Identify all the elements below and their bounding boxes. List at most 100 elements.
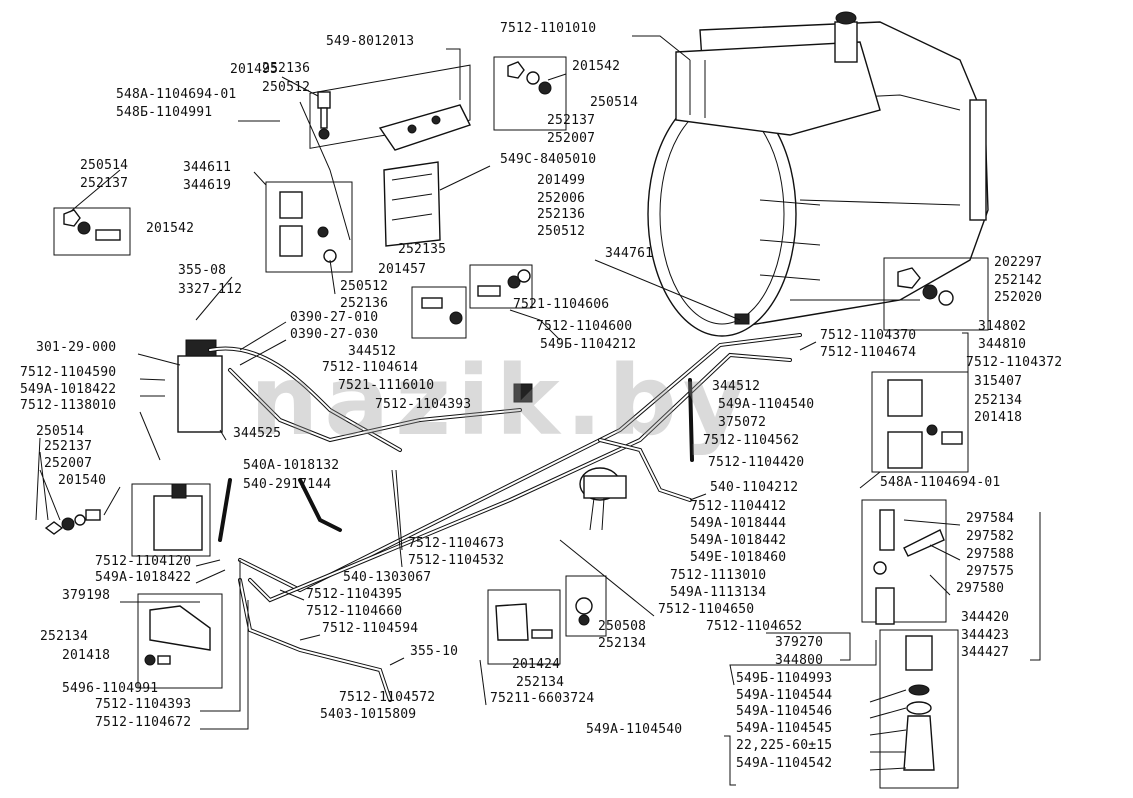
part-label-l74: 549E-1018460 <box>690 550 787 565</box>
part-label-l77: 297575 <box>966 564 1015 579</box>
part-label-l72: 7512-1104673 <box>408 536 505 551</box>
part-label-l61: 540A-1018132 <box>243 458 340 473</box>
part-label-l60: 252007 <box>44 456 93 471</box>
part-label-l87: 7512-1104660 <box>306 604 403 619</box>
part-label-l94: 252134 <box>598 636 647 651</box>
part-label-l4: 252136 <box>262 61 311 76</box>
part-label-l89: 7512-1104594 <box>322 621 419 636</box>
part-label-l46: 315407 <box>974 374 1023 389</box>
part-label-l88: 7512-1104652 <box>706 619 803 634</box>
part-label-l19: 252136 <box>537 207 586 222</box>
part-label-l91: 344423 <box>961 628 1010 643</box>
part-label-l51: 7512-1104393 <box>375 397 472 412</box>
part-label-l31: 252136 <box>340 296 389 311</box>
part-label-l30: 250512 <box>340 279 389 294</box>
part-label-l58: 7512-1104562 <box>703 433 800 448</box>
part-label-l52: 549A-1104540 <box>718 397 815 412</box>
part-label-l15: 344611 <box>183 160 232 175</box>
fasteners <box>44 61 963 771</box>
part-label-l83: 379198 <box>62 588 111 603</box>
part-label-l109: 7512-1104672 <box>95 715 192 730</box>
part-label-l110: 549A-1104545 <box>736 721 833 736</box>
part-label-l8: 548Б-1104991 <box>116 105 213 120</box>
part-label-l23: 252135 <box>398 242 447 257</box>
part-label-l14: 252137 <box>80 176 129 191</box>
part-label-l86: 344420 <box>961 610 1010 625</box>
part-label-l29: 3327-112 <box>178 282 243 297</box>
part-label-l103: 549A-1104544 <box>736 688 833 703</box>
part-label-l26: 252020 <box>994 290 1043 305</box>
part-label-l10: 252137 <box>547 113 596 128</box>
part-label-l105: 75211-6603724 <box>490 691 595 706</box>
part-label-l90: 250508 <box>598 619 647 634</box>
part-label-l43: 7512-1104372 <box>966 355 1063 370</box>
leader-lines <box>35 35 1041 786</box>
part-label-l56: 250514 <box>36 424 85 439</box>
part-label-l70: 297582 <box>966 529 1015 544</box>
part-label-l34: 7512-1104600 <box>536 319 633 334</box>
part-label-l78: 7512-1113010 <box>670 568 767 583</box>
part-label-l22: 344761 <box>605 246 654 261</box>
part-label-l18: 252006 <box>537 191 586 206</box>
part-label-l11: 252007 <box>547 131 596 146</box>
part-label-l104: 7512-1104572 <box>339 690 436 705</box>
fuel-filters <box>153 339 627 551</box>
part-label-l7: 548A-1104694-01 <box>116 87 237 102</box>
part-label-l48: 344512 <box>712 379 761 394</box>
part-label-l67: 7512-1104412 <box>690 499 787 514</box>
part-label-l2: 7512-1101010 <box>500 21 597 36</box>
part-label-l76: 7512-1104532 <box>408 553 505 568</box>
part-label-l6: 201542 <box>572 59 621 74</box>
part-label-l53: 7512-1138010 <box>20 398 117 413</box>
part-label-l113: 549A-1104542 <box>736 756 833 771</box>
part-label-l71: 549A-1018442 <box>690 533 787 548</box>
part-label-l80: 540-1303067 <box>343 570 432 585</box>
part-label-l84: 7512-1104395 <box>306 587 403 602</box>
part-label-l36: 0390-27-030 <box>290 327 379 342</box>
part-label-l33: 0390-27-010 <box>290 310 379 325</box>
part-label-l5: 250512 <box>262 80 311 95</box>
part-label-l41: 344512 <box>348 344 397 359</box>
part-label-l66: 540-1104212 <box>710 480 799 495</box>
part-label-l96: 201418 <box>62 648 111 663</box>
part-label-l1: 549-8012013 <box>326 34 415 49</box>
part-label-l12: 549C-8405010 <box>500 152 597 167</box>
part-label-l82: 549A-1113134 <box>670 585 767 600</box>
part-label-l40: 301-29-000 <box>36 340 117 355</box>
tank-bracket <box>378 104 471 247</box>
part-label-l85: 7512-1104650 <box>658 602 755 617</box>
part-label-l20: 250512 <box>537 224 586 239</box>
part-label-l107: 549A-1104546 <box>736 704 833 719</box>
part-label-l42: 7512-1104674 <box>820 345 917 360</box>
fuel-lines <box>208 333 802 702</box>
part-label-l55: 375072 <box>718 415 767 430</box>
part-label-l38: 549Б-1104212 <box>540 337 637 352</box>
part-label-l81: 297580 <box>956 581 1005 596</box>
part-label-l98: 344800 <box>775 653 824 668</box>
part-label-l21: 201542 <box>146 221 195 236</box>
part-label-l101: 5496-1104991 <box>62 681 159 696</box>
part-label-l37: 7512-1104370 <box>820 328 917 343</box>
part-label-l45: 7512-1104590 <box>20 365 117 380</box>
part-label-l75: 7512-1104120 <box>95 554 192 569</box>
part-label-l64: 540-2917144 <box>243 477 332 492</box>
part-label-l49: 549A-1018422 <box>20 382 117 397</box>
part-label-l97: 355-10 <box>410 644 459 659</box>
part-label-l35: 314802 <box>978 319 1027 334</box>
part-label-l32: 7521-1104606 <box>513 297 610 312</box>
part-label-l16: 344619 <box>183 178 232 193</box>
part-label-l99: 201424 <box>512 657 561 672</box>
watermark: nazik.by <box>250 345 752 457</box>
part-label-l39: 344810 <box>978 337 1027 352</box>
part-label-l25: 252142 <box>994 273 1043 288</box>
part-label-l27: 355-08 <box>178 263 227 278</box>
part-label-l92: 252134 <box>40 629 89 644</box>
part-label-l102: 252134 <box>516 675 565 690</box>
part-label-l95: 344427 <box>961 645 1010 660</box>
part-label-l79: 549A-1018422 <box>95 570 192 585</box>
part-label-l65: 548A-1104694-01 <box>880 475 1001 490</box>
part-label-l28: 201457 <box>378 262 427 277</box>
part-label-l59: 252137 <box>44 439 93 454</box>
